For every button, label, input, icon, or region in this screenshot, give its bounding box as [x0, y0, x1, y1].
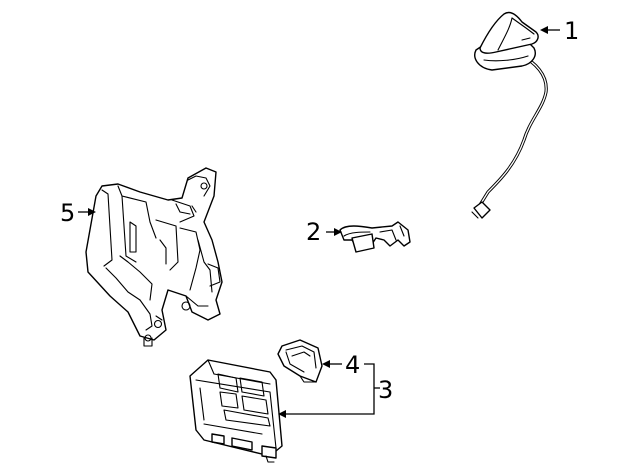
part-3-control-module: [189, 359, 283, 463]
leader-lines: [78, 26, 560, 418]
part-5-mount-bracket: [85, 167, 223, 347]
callout-1: 1: [564, 17, 579, 45]
callout-3: 3: [378, 376, 393, 404]
part-4-bracket: [277, 339, 323, 383]
callout-5: 5: [60, 199, 75, 227]
part-2-harness: [339, 221, 411, 253]
antenna-connector: [473, 201, 491, 219]
callout-4: 4: [345, 351, 360, 379]
antenna-fin: [479, 11, 539, 54]
callout-2: 2: [306, 218, 321, 246]
part-1-antenna: [471, 11, 548, 219]
